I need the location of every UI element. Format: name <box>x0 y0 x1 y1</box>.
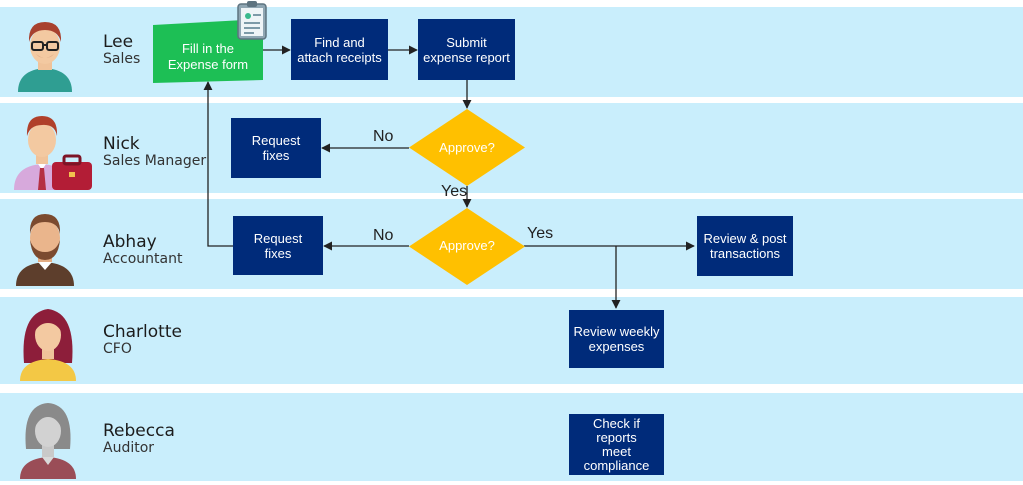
step-fill-expense-form-label: Fill in the Expense form <box>167 41 249 72</box>
lane-name-lee: Lee <box>103 32 134 52</box>
lane-name-charlotte: Charlotte <box>103 322 182 342</box>
edge-fixes-to-fill <box>203 81 233 247</box>
step-find-attach-receipts[interactable]: Find and attach receipts <box>291 19 388 80</box>
lane-rebecca <box>0 393 1023 481</box>
clipboard-form-icon <box>237 1 267 40</box>
step-fill-expense-form[interactable] <box>153 19 263 83</box>
edge-label-nick-yes: Yes <box>441 183 468 200</box>
lane-name-nick: Nick <box>103 134 140 154</box>
edge-label-abhay-no: No <box>373 227 394 244</box>
avatar-nick <box>14 116 92 190</box>
avatar-abhay <box>16 214 74 286</box>
edge-label-abhay-yes: Yes <box>527 225 554 242</box>
step-review-weekly-expenses[interactable]: Review weekly expenses <box>569 310 664 368</box>
lane-role-abhay: Accountant <box>103 251 183 267</box>
lane-charlotte <box>0 297 1023 384</box>
avatar-charlotte <box>20 309 76 381</box>
step-request-fixes-nick[interactable]: Request fixes <box>231 118 321 178</box>
lane-role-lee: Sales <box>103 51 141 67</box>
lane-name-rebecca: Rebecca <box>103 421 175 441</box>
step-request-fixes-abhay[interactable]: Request fixes <box>233 216 323 275</box>
step-check-compliance[interactable]: Check if reports meet compliance <box>569 414 664 475</box>
step-submit-expense-report[interactable]: Submit expense report <box>418 19 515 80</box>
avatar-rebecca <box>20 403 76 479</box>
step-review-post-transactions[interactable]: Review & post transactions <box>697 216 793 276</box>
lane-role-charlotte: CFO <box>103 341 132 357</box>
decision-approve-nick-label: Approve? <box>439 140 495 155</box>
lane-name-abhay: Abhay <box>103 232 157 252</box>
decision-approve-abhay-label: Approve? <box>439 238 495 253</box>
edge-label-nick-no: No <box>373 128 394 145</box>
lane-role-rebecca: Auditor <box>103 440 155 456</box>
decision-approve-nick[interactable] <box>409 109 525 186</box>
briefcase-icon <box>52 154 92 190</box>
lane-role-nick: Sales Manager <box>103 153 207 169</box>
decision-approve-abhay[interactable] <box>409 208 525 285</box>
avatar-lee <box>18 22 72 92</box>
